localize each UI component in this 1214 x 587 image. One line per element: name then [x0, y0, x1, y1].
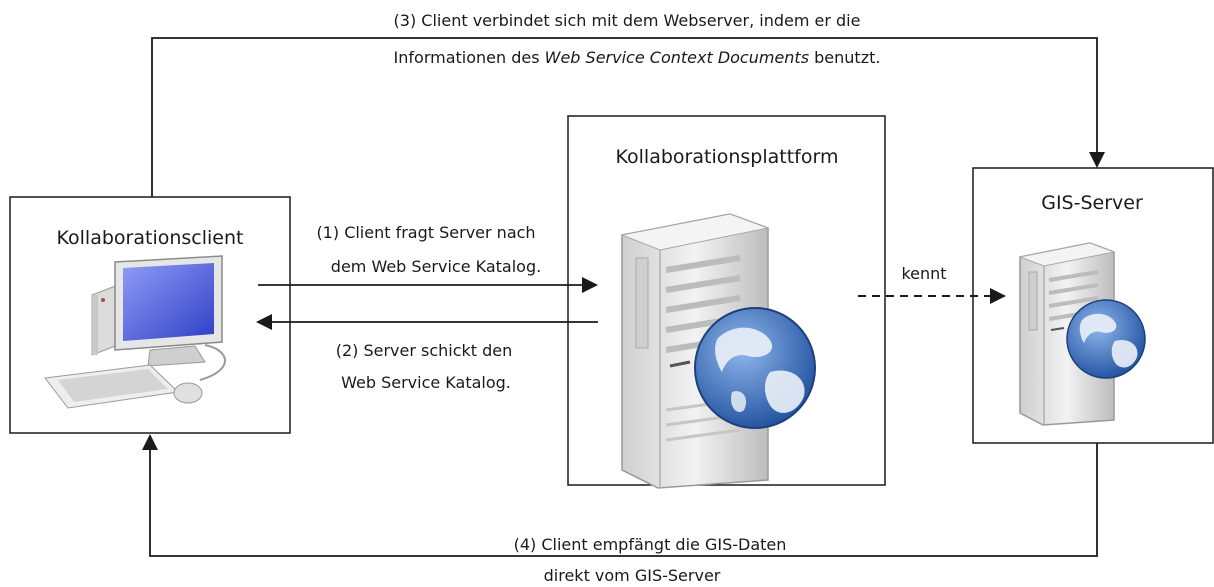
server-globe-icon [620, 213, 816, 489]
step-2-label-line-2: Web Service Katalog. [341, 373, 511, 392]
platform-title: Kollaborationsplattform [616, 146, 839, 168]
step-1-label-line-1: (1) Client fragt Server nach [316, 223, 535, 242]
computer-icon [44, 255, 226, 409]
gis-server-globe-icon [1018, 242, 1146, 426]
step-3-label-italic: Web Service Context Documents [545, 48, 809, 67]
step-3-label-line-2-post: benutzt. [809, 48, 880, 67]
step-2-label-line-1: (2) Server schickt den [336, 341, 513, 360]
step-3-label-line-2: Informationen des Web Service Context Do… [394, 48, 881, 67]
gis-server-title: GIS-Server [1041, 192, 1143, 214]
step-3-label-line-2-pre: Informationen des [394, 48, 545, 67]
client-title: Kollaborationsclient [57, 227, 244, 249]
arrow-step-3 [151, 37, 1105, 197]
arrow-step-4 [142, 434, 1098, 557]
step-4-label-line-2: direkt vom GIS-Server [544, 566, 721, 585]
knows-label: kennt [901, 264, 946, 283]
step-4-label-line-1: (4) Client empfängt die GIS-Daten [514, 535, 787, 554]
step-3-label-line-1: (3) Client verbindet sich mit dem Webser… [394, 11, 861, 30]
step-1-label-line-2: dem Web Service Katalog. [331, 257, 541, 276]
